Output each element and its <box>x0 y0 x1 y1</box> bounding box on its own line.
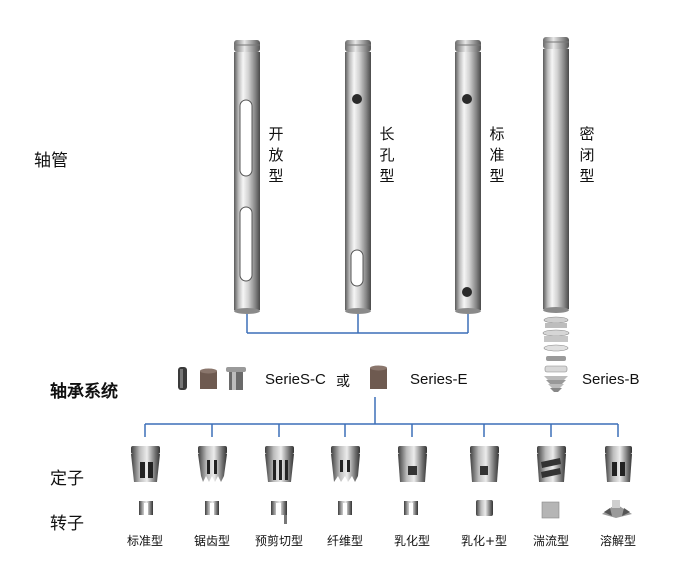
series-e-bearing-part <box>370 365 387 389</box>
rotor-emulsify <box>404 501 418 515</box>
head-caption-pre-cut: 预剪切型 <box>254 534 303 548</box>
shaft-type-label-long-hole: 长孔型 <box>379 125 395 185</box>
rotor-dissolve <box>602 500 632 518</box>
shaft-tube-sealed <box>543 37 569 313</box>
stator-dissolve <box>605 446 632 482</box>
shaft-tube-standard <box>455 40 481 314</box>
series-c-label: SerieS-C <box>265 371 326 388</box>
stator-turbulent <box>537 446 566 482</box>
shaft-type-label-sealed: 密闭型 <box>579 125 595 185</box>
shaft-type-label-open: 开放型 <box>268 125 284 185</box>
head-caption-emulsify: 乳化型 <box>393 534 430 548</box>
head-caption-standard: 标准型 <box>126 534 163 548</box>
stator-serrated <box>198 446 227 482</box>
stator-row-label: 定子 <box>50 469 84 489</box>
shaft-tube-open <box>234 40 260 314</box>
rotor-pre-cut <box>271 501 287 524</box>
shaft-tubes-illustration <box>178 37 570 392</box>
rotor-serrated <box>205 501 219 515</box>
rotor-emulsify-plus <box>476 500 493 516</box>
series-b-label: Series-B <box>582 371 640 388</box>
shaft-type-label-standard: 标准型 <box>489 125 505 185</box>
stator-emulsify-plus <box>470 446 499 482</box>
series-e-label: Series-E <box>410 371 468 388</box>
head-caption-dissolve: 溶解型 <box>599 534 636 548</box>
rotor-row-label: 转子 <box>50 514 84 534</box>
rotor-standard <box>139 501 153 515</box>
shaft-tube-row-label: 轴管 <box>34 151 68 171</box>
bearing-system-row-label: 轴承系统 <box>50 382 118 402</box>
stator-standard <box>131 446 160 482</box>
head-caption-turbulent: 湍流型 <box>532 534 569 548</box>
head-caption-serrated: 锯齿型 <box>193 534 230 548</box>
series-c-bearing-parts <box>178 367 246 390</box>
or-label: 或 <box>336 374 350 390</box>
stator-emulsify <box>398 446 427 482</box>
head-caption-fiber: 纤维型 <box>326 534 363 548</box>
shaft-tube-long-hole <box>345 40 371 314</box>
series-b-bearing-stack <box>542 316 570 392</box>
rotor-fiber <box>338 501 352 515</box>
stator-fiber <box>331 446 360 482</box>
head-caption-emulsify-plus: 乳化+型 <box>460 534 508 548</box>
rotor-turbulent <box>541 501 560 519</box>
stator-pre-cut <box>265 446 294 482</box>
shaft-tubes-connector <box>246 314 469 334</box>
